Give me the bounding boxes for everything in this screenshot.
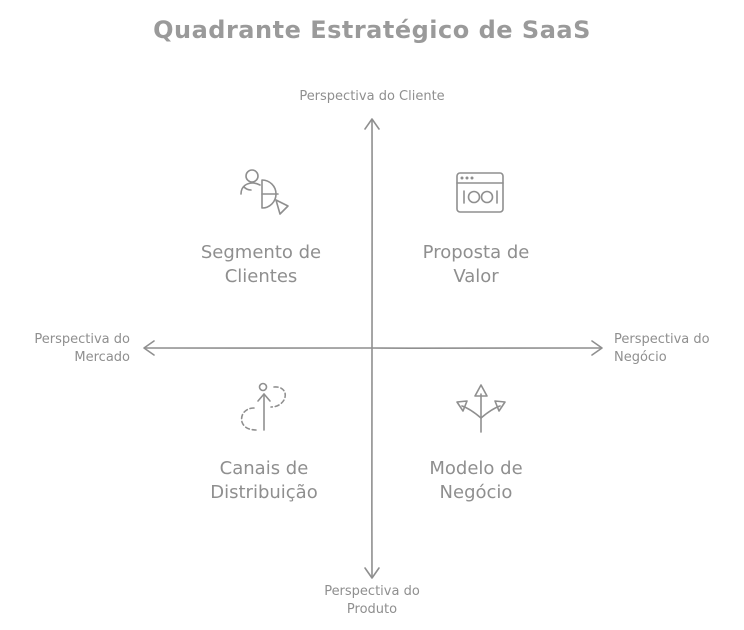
diagram-title: Quadrante Estratégico de SaaS bbox=[153, 16, 591, 44]
axis-label-left: Perspectiva do Mercado bbox=[34, 332, 130, 365]
quadrant-customer-segment: Segmento de Clientes bbox=[200, 242, 322, 287]
vertical-axis-arrow-top bbox=[364, 118, 380, 130]
quadrant-distribution-channels: Canais de Distribuição bbox=[210, 458, 318, 503]
horizontal-axis-arrow-left bbox=[143, 340, 155, 356]
axis-label-bottom: Perspectiva do Produto bbox=[324, 584, 420, 617]
browser-window-icon bbox=[456, 172, 504, 213]
quadrant-business-model: Modelo de Negócio bbox=[429, 458, 523, 503]
horizontal-axis-arrow-right bbox=[591, 340, 603, 356]
axis-label-top: Perspectiva do Cliente bbox=[299, 89, 445, 104]
quadrant-value-proposition: Proposta de Valor bbox=[422, 242, 530, 287]
vertical-axis-arrow-bottom bbox=[364, 567, 380, 579]
axis-label-right: Perspectiva do Negócio bbox=[614, 332, 710, 365]
distribution-channel-icon bbox=[240, 382, 287, 431]
customer-segment-icon bbox=[240, 169, 289, 215]
branching-arrows-icon bbox=[456, 384, 506, 433]
